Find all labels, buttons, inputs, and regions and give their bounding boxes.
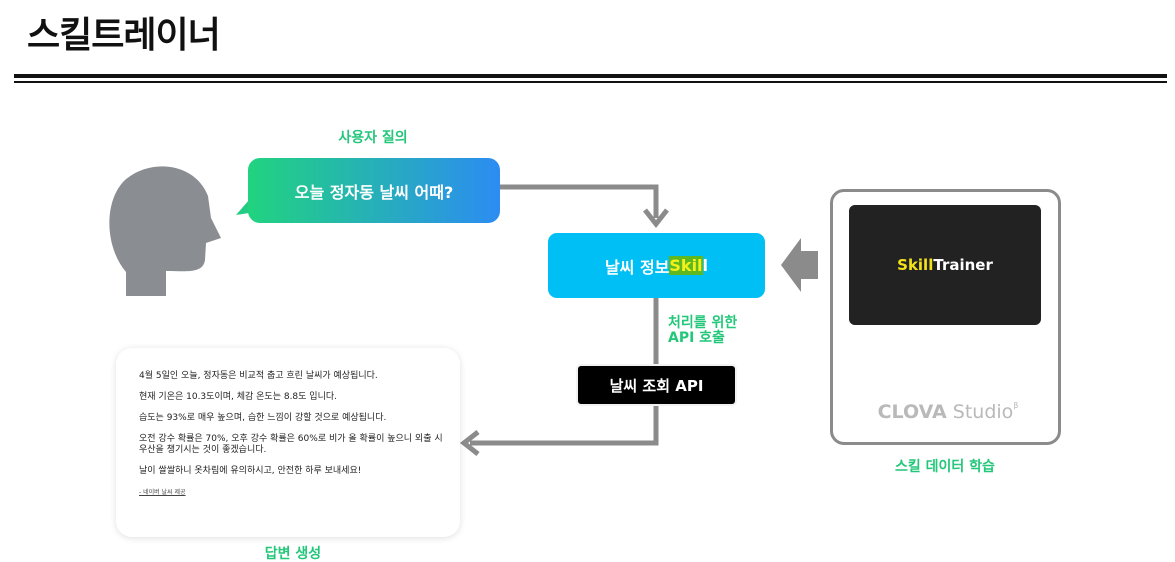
arrowhead-down <box>643 208 669 229</box>
answer-line: 4월 5일인 오늘, 정자동은 비교적 춥고 흐린 날씨가 예상됩니다. <box>139 371 378 381</box>
answer-line: 날이 쌀쌀하니 옷차림에 유의하시고, 안전한 하루 보내세요! <box>139 466 362 476</box>
api-call-label-line1: 처리를 위한 <box>668 315 738 331</box>
user-head-icon <box>109 166 221 296</box>
weather-api-box: 날씨 조회 API <box>576 364 737 406</box>
trainer-highlight: Skill <box>897 256 934 274</box>
title-divider-thin <box>14 81 1167 83</box>
skill-data-label: 스킬 데이터 학습 <box>895 459 995 475</box>
skill-trainer-box: Skill Trainer <box>849 205 1041 325</box>
answer-line: 오전 강수 확률은 70%, 오후 강수 확률은 60%로 비가 올 확률이 높… <box>139 434 443 455</box>
clova-logo-sup: β <box>1013 401 1019 410</box>
title-divider <box>14 74 1167 78</box>
answer-line: 현재 기온은 10.3도이며, 체감 온도는 8.8도 입니다. <box>139 392 337 402</box>
arrowhead-left <box>459 430 480 456</box>
api-call-label: 처리를 위한 API 호출 <box>668 316 737 346</box>
clova-logo-bold: CLOVA <box>877 401 947 423</box>
trainer-to-skill-arrow <box>781 238 818 292</box>
connector-api-to-answer <box>470 406 659 446</box>
answer-card: 4월 5일인 오늘, 정자동은 비교적 춥고 흐린 날씨가 예상됩니다. 현재 … <box>116 348 460 537</box>
connector-query-to-skill <box>500 184 659 218</box>
page-title: 스킬트레이너 <box>27 15 221 56</box>
clova-logo-normal: Studio <box>946 401 1014 423</box>
api-call-label-line2: API 호출 <box>668 330 725 346</box>
user-query-text: 오늘 정자동 날씨 어때? <box>294 182 454 202</box>
trainer-rest: Trainer <box>933 256 993 274</box>
skill-prefix: 날씨 정보 <box>604 257 670 277</box>
skill-suffix: l <box>702 256 709 275</box>
user-query-label: 사용자 질의 <box>338 130 408 146</box>
user-query-bubble: 오늘 정자동 날씨 어때? <box>248 158 500 223</box>
answer-source: - 네이버 날씨 제공 <box>139 489 186 496</box>
skill-highlight: Skil <box>669 256 703 275</box>
api-box-label: 날씨 조회 API <box>609 376 704 395</box>
answer-line: 습도는 93%로 매우 높으며, 습한 느낌이 강할 것으로 예상됩니다. <box>139 413 387 423</box>
clova-studio-logo: CLOVA Studioβ <box>853 401 1043 423</box>
